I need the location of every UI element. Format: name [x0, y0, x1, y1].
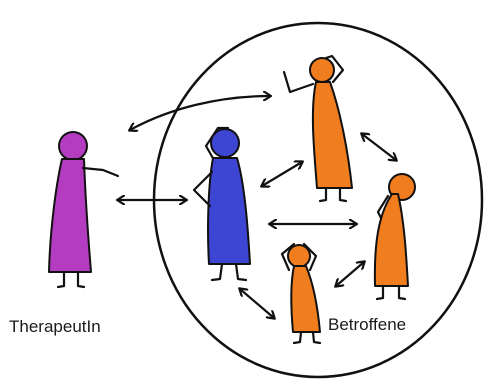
arrow-central-person-affected-top: [262, 162, 302, 186]
affected-right-figure: [373, 173, 416, 301]
central-person-legs: [210, 262, 248, 282]
central-person-head: [210, 128, 240, 158]
therapist-arm: [81, 166, 120, 178]
affected-bottom-figure: [280, 242, 322, 345]
affected-bottom-arms: [280, 242, 318, 272]
therapist-figure: [48, 131, 120, 289]
affected-top-arm-right: [324, 54, 345, 84]
central-person-body: [207, 157, 251, 265]
central-person-arm-hip: [192, 170, 214, 208]
affected-right-legs: [375, 284, 407, 301]
therapist-label: TherapeutIn: [9, 317, 101, 336]
affected-top-legs: [318, 186, 348, 203]
arrow-therapist-affected-top: [130, 96, 270, 130]
affected-bottom-legs: [292, 330, 322, 345]
affected-bottom-body: [290, 265, 321, 333]
affected-top-figure: [282, 54, 353, 203]
affected-label: Betroffene: [328, 315, 407, 334]
affected-right-body: [373, 193, 409, 287]
arrow-affected-bottom-affected-right: [336, 262, 364, 286]
arrow-affected-top-affected-right: [362, 134, 396, 160]
therapist-body: [48, 158, 92, 273]
affected-bottom-head: [287, 244, 311, 268]
affected-top-arm-left: [282, 70, 315, 94]
therapist-legs: [56, 270, 86, 289]
affected-top-head: [309, 57, 335, 83]
affected-top-body: [311, 81, 353, 189]
central-person-figure: [192, 126, 251, 282]
therapist-head: [58, 131, 88, 161]
arrow-central-person-affected-bottom: [240, 289, 274, 318]
